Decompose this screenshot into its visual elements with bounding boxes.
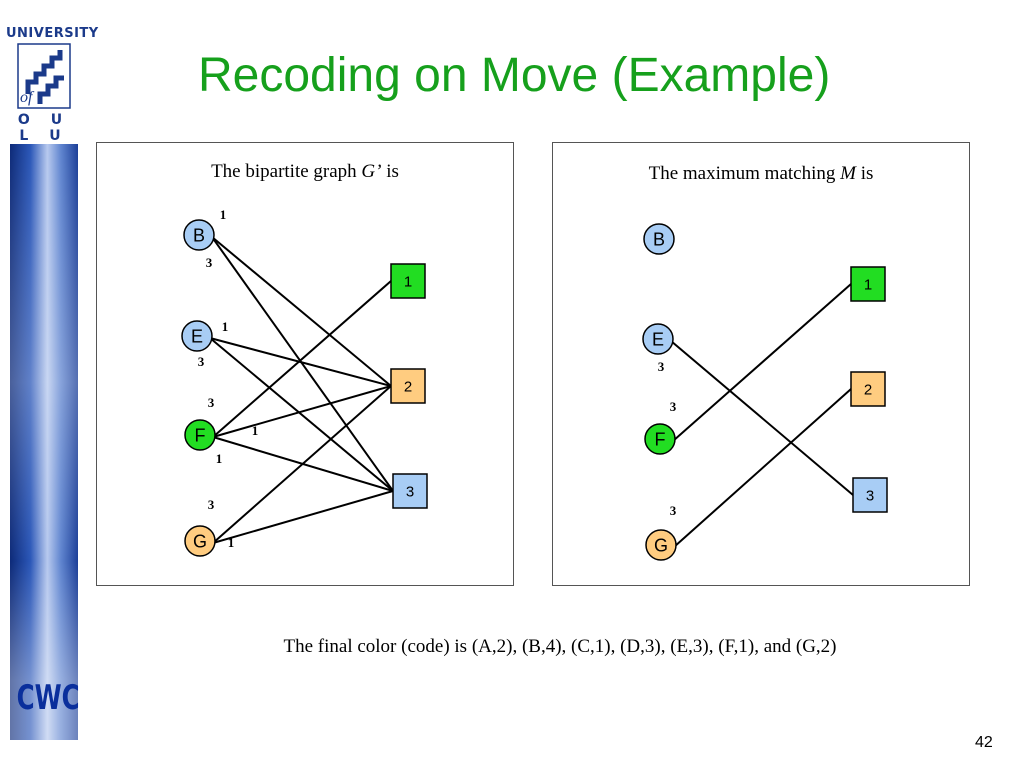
graph-color-node-label: 3 <box>406 484 414 501</box>
matching-color-node-1 <box>850 266 886 302</box>
matching-edge-f-1 <box>672 283 852 442</box>
graph-edge-weight-label: 1 <box>216 451 223 466</box>
matching-color-node-3 <box>852 477 888 513</box>
graph-node-g <box>184 525 216 557</box>
graph-edge-weight-label: 3 <box>198 354 205 369</box>
maximum-matching-panel: The maximum matching M is 3 3 3 B E F G 1 2 3 <box>552 142 970 586</box>
graph-edge-e-2 <box>209 337 392 387</box>
cwc-logo-text: CWC <box>16 678 80 718</box>
graph-color-node-label: 2 <box>404 379 412 396</box>
graph-node-label: F <box>195 426 206 446</box>
matching-node-g <box>645 529 677 561</box>
graph-node-e <box>181 320 213 352</box>
maximum-matching-caption: The maximum matching M is <box>648 163 874 184</box>
sidebar-decoration <box>10 144 78 740</box>
graph-edge-g-2 <box>212 385 392 544</box>
matching-node-label: F <box>655 430 666 450</box>
graph-edge-weight-label: 1 <box>228 535 235 550</box>
graph-edge-g-3 <box>212 490 394 544</box>
logo-of-text: of <box>20 89 35 106</box>
matching-node-label: E <box>652 330 664 350</box>
slide-title: Recoding on Move (Example) <box>198 49 831 102</box>
final-color-statement: The final color (code) is (A,2), (B,4), … <box>283 636 837 657</box>
graph-node-label: G <box>193 532 207 552</box>
graph-edge-f-2 <box>212 385 392 438</box>
graph-edge-b-3 <box>211 236 394 492</box>
bipartite-graph-caption: The bipartite graph G’ is <box>211 161 399 182</box>
graph-edge-weight-label: 1 <box>252 423 259 438</box>
graph-node-label: B <box>193 226 205 246</box>
graph-edge-weight-label: 3 <box>206 255 213 270</box>
graph-edge-weight-label: 3 <box>208 395 215 410</box>
graph-color-node-3 <box>392 473 428 509</box>
logo-emblem-icon: of <box>17 43 71 109</box>
matching-edge-weight-label: 3 <box>670 503 677 518</box>
graph-color-node-2 <box>390 368 426 404</box>
graph-edge-weight-label: 1 <box>220 207 227 222</box>
graph-node-f <box>184 419 216 451</box>
graph-node-label: E <box>191 327 203 347</box>
graph-edge-weight-label: 3 <box>208 497 215 512</box>
matching-color-node-2 <box>850 371 886 407</box>
matching-edge-weight-label: 3 <box>670 399 677 414</box>
matching-edge-weight-label: 3 <box>658 359 665 374</box>
matching-color-node-label: 3 <box>866 488 874 505</box>
graph-edge-weight-label: 1 <box>222 319 229 334</box>
matching-node-label: G <box>654 536 668 556</box>
matching-node-label: B <box>653 230 665 250</box>
logo-university-text: UNIVERSITY <box>6 26 99 41</box>
graph-edge-f-1 <box>212 280 392 438</box>
matching-edge-e-3 <box>670 340 854 496</box>
graph-edge-b-2 <box>211 236 392 387</box>
graph-edge-e-3 <box>209 337 394 492</box>
matching-node-b <box>643 223 675 255</box>
graph-color-node-1 <box>390 263 426 299</box>
page-number: 42 <box>975 734 993 751</box>
maximum-matching-graph: 3 3 3 B E F G 1 2 3 <box>642 223 888 561</box>
matching-edge-g-2 <box>673 388 852 548</box>
university-logo: UNIVERSITY of O U L U <box>6 24 99 144</box>
matching-color-node-label: 1 <box>864 277 872 294</box>
logo-oulu-text: O U L U <box>17 112 71 144</box>
matching-node-e <box>642 323 674 355</box>
matching-color-node-label: 2 <box>864 382 872 399</box>
matching-node-f <box>644 423 676 455</box>
graph-node-b <box>183 219 215 251</box>
graph-color-node-label: 1 <box>404 274 412 291</box>
